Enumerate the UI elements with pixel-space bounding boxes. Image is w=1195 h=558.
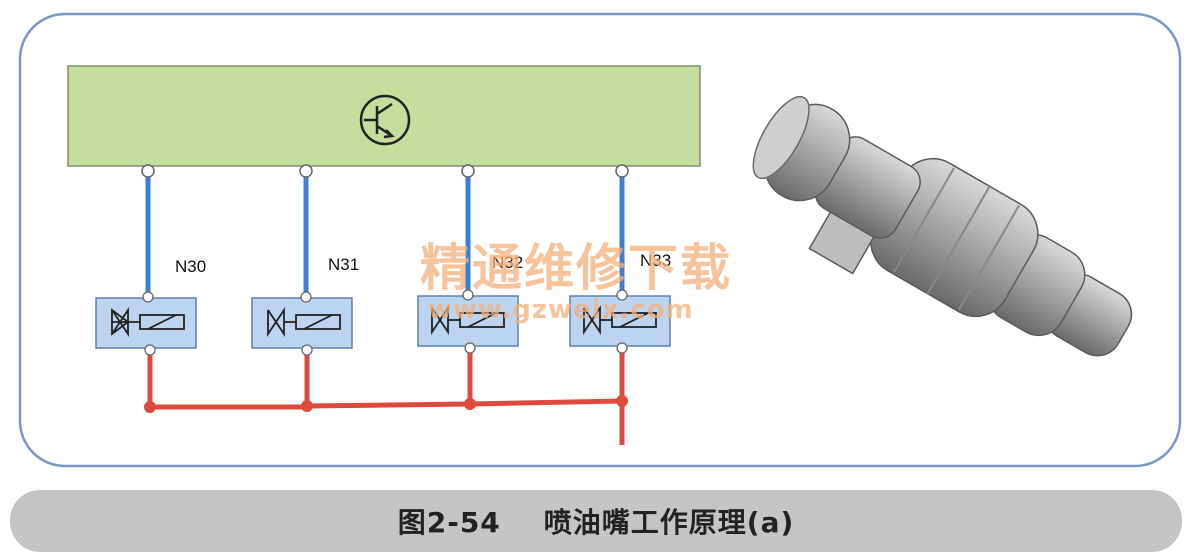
solenoid-valve-icon: [431, 305, 505, 335]
injector-n32: [417, 289, 519, 354]
ecu-terminals: [141, 164, 629, 178]
supply-junctions: [144, 395, 628, 413]
transistor-icon: [359, 94, 411, 146]
injector-label-n33: N33: [640, 251, 671, 270]
injector-n31: [251, 291, 353, 356]
caption-bar: [10, 490, 1182, 552]
fuel-injector-icon: [752, 95, 1133, 357]
injector-n30: [95, 291, 197, 356]
figure-caption: 图2-54 喷油嘴工作原理(a): [398, 506, 795, 539]
signal-wires: [145, 172, 625, 292]
solenoid-valve-icon: [583, 305, 657, 335]
ecu-block: [67, 65, 701, 167]
injector-n33: [569, 289, 671, 354]
injector-label-n32: N32: [492, 253, 523, 272]
injector-label-n30: N30: [175, 257, 206, 276]
solenoid-valve-icon: [267, 307, 341, 337]
watermark-cn: 精通维修下载: [420, 239, 732, 297]
watermark-url: www.gzweix.com: [428, 295, 694, 325]
solenoid-valve-icon: [111, 307, 185, 337]
injector-label-n31: N31: [328, 255, 359, 274]
